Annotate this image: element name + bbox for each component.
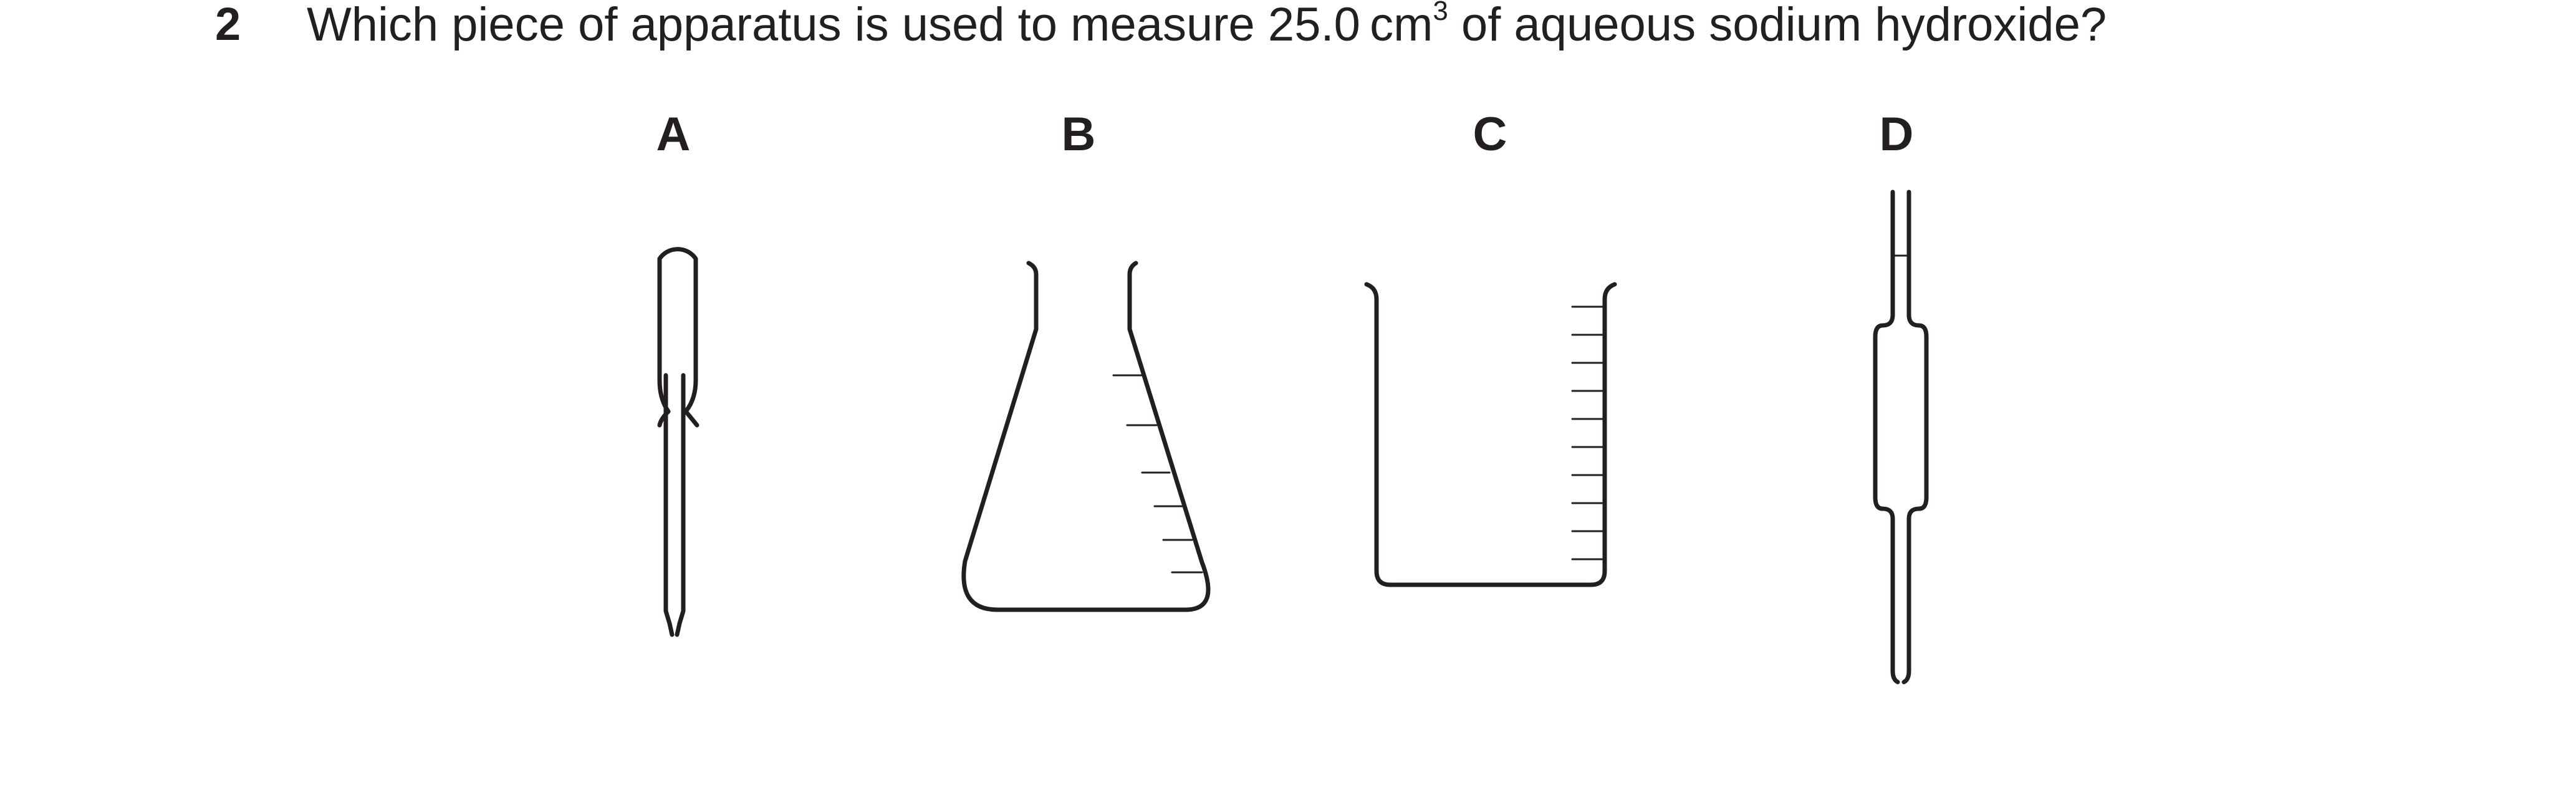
question-text: Which piece of apparatus is used to meas… — [307, 0, 2107, 51]
dropping-pipette-icon[interactable] — [657, 247, 699, 637]
option-c-label[interactable]: C — [1473, 108, 1507, 161]
volumetric-pipette-icon[interactable] — [1873, 190, 1929, 685]
beaker-graduations — [1571, 305, 1605, 560]
option-a-label[interactable]: A — [656, 108, 691, 161]
question-superscript: 3 — [1433, 0, 1448, 26]
question-number: 2 — [215, 0, 241, 50]
option-d-label[interactable]: D — [1879, 108, 1914, 161]
question-text-before: Which piece of apparatus is used to meas… — [307, 0, 1433, 51]
flask-graduations — [1112, 374, 1203, 574]
option-b-label[interactable]: B — [1061, 108, 1096, 161]
question-text-after: of aqueous sodium hydroxide? — [1448, 0, 2107, 51]
conical-flask-icon[interactable] — [961, 261, 1211, 612]
beaker-icon[interactable] — [1364, 282, 1617, 587]
